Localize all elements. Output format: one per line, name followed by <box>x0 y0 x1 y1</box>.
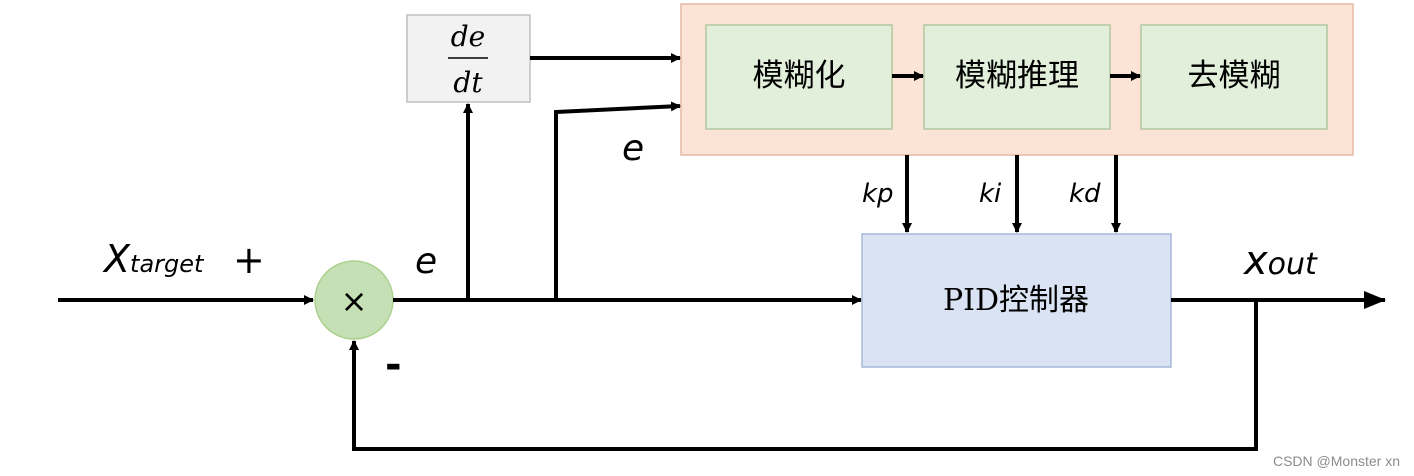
input-label-main: X <box>102 237 131 281</box>
fuzzy-inference-box <box>923 24 1111 130</box>
pid-controller-box <box>861 233 1172 368</box>
fuzzification-box <box>705 24 893 130</box>
kd-label: kd <box>1069 179 1101 209</box>
output-label-subscript: out <box>1268 247 1318 282</box>
multiply-symbol: × <box>341 282 368 320</box>
input-label-subscript: target <box>130 250 205 278</box>
defuzzification-box <box>1140 24 1328 130</box>
fuzzy-inference-label: 模糊推理 <box>955 58 1079 94</box>
branch-to-fuzzy <box>554 101 681 300</box>
plus-sign: + <box>233 238 265 282</box>
derivative-numerator: de <box>451 20 486 53</box>
kp-label: kp <box>862 179 894 209</box>
input-label: Xtarget <box>102 237 205 281</box>
output-label: xout <box>1242 238 1318 284</box>
pid-controller-label: PID控制器 <box>943 283 1089 318</box>
defuzzification-label: 去模糊 <box>1188 58 1281 94</box>
watermark: CSDN @Monster xn <box>1273 453 1400 469</box>
fuzzification-label: 模糊化 <box>753 58 846 94</box>
ki-label: ki <box>979 179 1002 209</box>
error-label-upper: e <box>622 128 644 169</box>
error-label: e <box>415 241 437 282</box>
derivative-denominator: dt <box>453 66 483 99</box>
minus-sign: - <box>385 342 402 388</box>
feedback-path <box>349 300 1258 451</box>
output-label-main: x <box>1242 238 1268 284</box>
